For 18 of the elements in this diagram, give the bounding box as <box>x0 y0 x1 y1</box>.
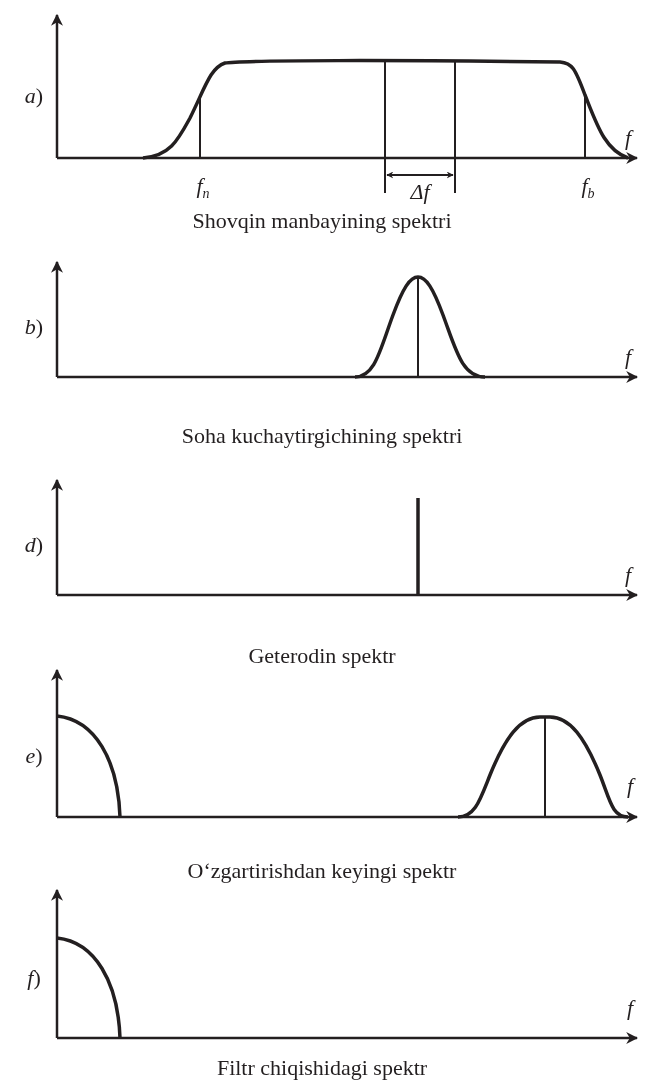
axis-label: f <box>626 997 634 1019</box>
panel-label: f) <box>27 967 41 989</box>
caption: Shovqin manbayining spektri <box>192 210 452 232</box>
caption: Soha kuchaytirgichining spektri <box>181 425 463 447</box>
panel-label: e) <box>25 745 43 767</box>
frequency-label: f$_{b}$ <box>581 174 595 202</box>
caption: Geterodin spektr <box>248 645 396 667</box>
axis-label: f <box>626 775 634 797</box>
axis-label: f <box>624 127 632 149</box>
panel-label: d) <box>24 534 44 556</box>
panel-label: a) <box>24 85 44 107</box>
caption: Filtr chiqishidagi spektr <box>216 1057 428 1079</box>
axis-label: f <box>624 346 632 368</box>
axis-label: f <box>624 564 632 586</box>
frequency-label: f$_{n}$ <box>196 174 210 202</box>
dimension-label: Δf <box>410 181 430 203</box>
caption: O‘zgartirishdan keyingi spektr <box>187 860 457 882</box>
panel-label: b) <box>24 316 44 338</box>
